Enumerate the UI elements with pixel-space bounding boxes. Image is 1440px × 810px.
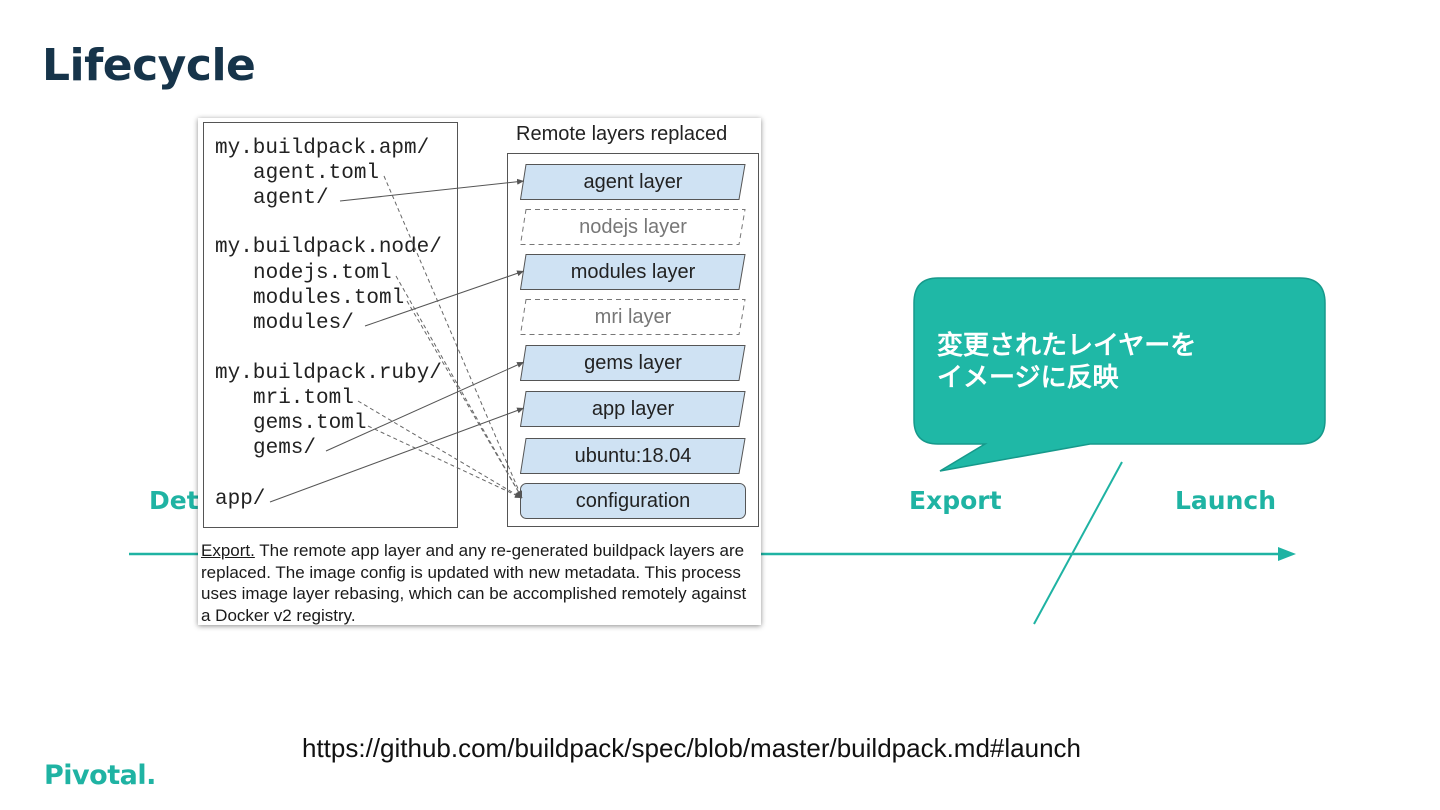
file-agent-dir: agent/ [253, 187, 329, 210]
caption-export-link: Export. [201, 541, 255, 560]
layer-app: app layer [520, 391, 746, 427]
layer-modules: modules layer [520, 254, 746, 290]
layer-mri-label: mri layer [594, 306, 672, 328]
layer-agent: agent layer [520, 164, 746, 200]
figure-header: Remote layers replaced [516, 123, 728, 145]
stage-divider-line [1033, 461, 1123, 625]
stage-export-label: Export [909, 486, 1002, 515]
file-modules-toml: modules.toml [253, 287, 405, 310]
layer-ubuntu: ubuntu:18.04 [520, 438, 746, 474]
file-ruby-dir: my.buildpack.ruby/ [215, 362, 442, 385]
layer-mri: mri layer [520, 299, 746, 335]
export-diagram-figure: Remote layers replaced my.buildpack.apm/… [198, 118, 761, 625]
layer-modules-label: modules layer [570, 261, 696, 283]
spec-url: https://github.com/buildpack/spec/blob/m… [302, 733, 1081, 763]
figure-connectors [269, 175, 525, 503]
layer-nodejs-label: nodejs layer [579, 216, 687, 238]
file-gems-dir: gems/ [253, 437, 317, 460]
file-app-dir: app/ [215, 488, 266, 511]
layer-configuration: configuration [520, 483, 746, 519]
file-gems-toml: gems.toml [253, 412, 367, 435]
layer-nodejs: nodejs layer [520, 209, 746, 245]
figure-frames [203, 122, 759, 528]
layer-ubuntu-label: ubuntu:18.04 [574, 445, 692, 467]
layer-gems: gems layer [520, 345, 746, 381]
layer-gems-label: gems layer [584, 352, 682, 374]
file-apm-dir: my.buildpack.apm/ [215, 137, 430, 160]
figure-caption: Export. The remote app layer and any re-… [201, 540, 759, 626]
layer-app-label: app layer [591, 398, 675, 420]
callout-text: 変更されたレイヤーを イメージに反映 [937, 331, 1197, 393]
stage-launch-label: Launch [1175, 486, 1277, 515]
layer-agent-label: agent layer [583, 171, 683, 193]
slide-title: Lifecycle [42, 40, 256, 91]
caption-body: The remote app layer and any re-generate… [201, 541, 747, 625]
file-agent-toml: agent.toml [253, 162, 380, 185]
file-modules-dir: modules/ [253, 312, 354, 335]
file-node-dir: my.buildpack.node/ [215, 236, 442, 259]
file-nodejs-toml: nodejs.toml [253, 262, 392, 285]
file-mri-toml: mri.toml [253, 387, 354, 410]
layer-configuration-label: configuration [575, 490, 691, 512]
pivotal-logo: Pivotal. [44, 760, 156, 791]
